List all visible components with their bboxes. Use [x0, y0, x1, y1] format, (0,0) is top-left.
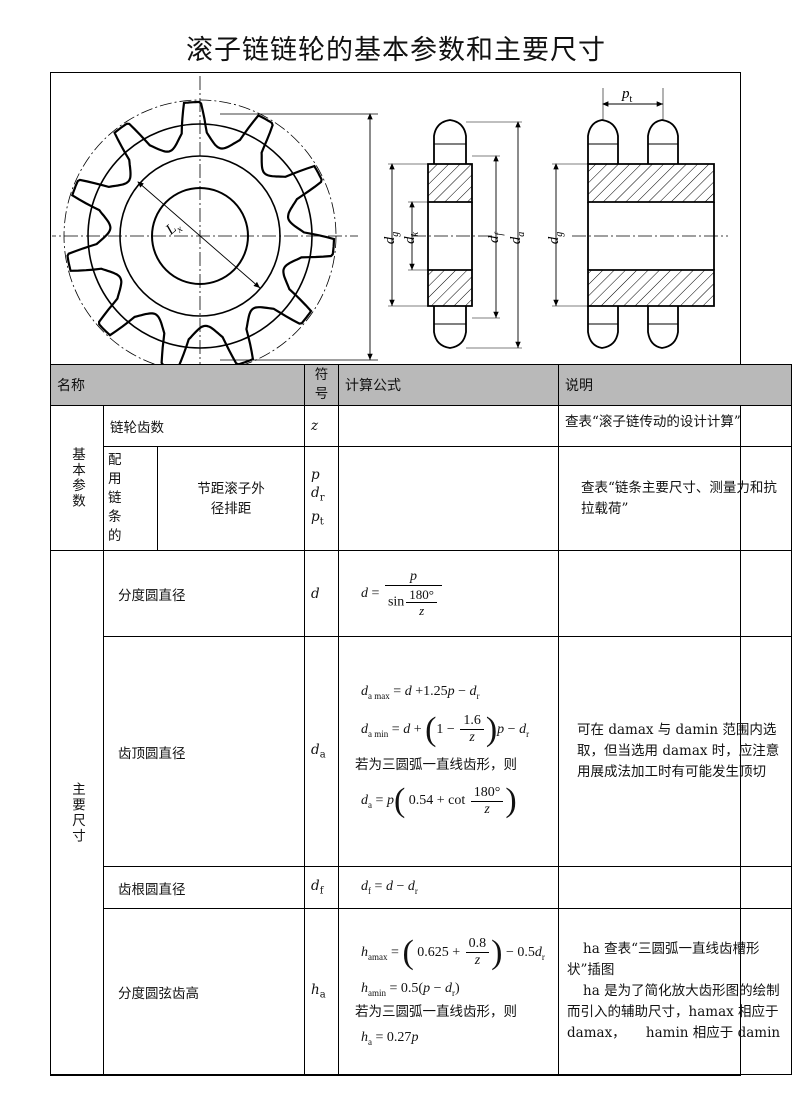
root-circle-note	[558, 866, 792, 909]
root-circle-name: 齿根圆直径	[102, 866, 306, 909]
chord-height-note-1: ha 查表“三圆弧一直线齿槽形状”插图	[567, 941, 760, 978]
chain-params: 节距滚子外径排距	[197, 480, 265, 517]
double-sprocket-section-view: dg pt	[546, 86, 728, 349]
chord-height-name: 分度圆弦齿高	[102, 908, 306, 1075]
pt-sub: t	[630, 94, 633, 105]
tip-circle-name: 齿顶圆直径	[102, 636, 306, 867]
chain-symbols: p dr pt	[304, 446, 340, 551]
dg2-sub: g	[554, 232, 565, 237]
pt-label: p	[621, 86, 630, 102]
gear-outline	[66, 100, 336, 364]
dg-label: d	[382, 236, 398, 244]
table-header-row: 名称 符号 计算公式 说明	[49, 364, 792, 406]
tip-circle-formula: da max = d +1.25p − dr da min = d + (1 −…	[338, 636, 560, 867]
sym-dr-sub: r	[319, 492, 325, 504]
header-note: 说明	[558, 364, 792, 406]
sprocket-section-view: dg dk df da	[382, 119, 527, 349]
svg-text:dg: dg	[546, 232, 565, 245]
group-main-dims: 主要尺寸	[69, 781, 85, 844]
chain-note: 查表“链条主要尺寸、测量力和抗拉载荷”	[558, 446, 792, 551]
tip-circle-text: 若为三圆弧一直线齿形，则	[355, 756, 518, 773]
table-row: 配用链条的 节距滚子外径排距 p dr pt 查表“链条主要尺寸、测量力和抗拉载…	[51, 446, 792, 551]
chord-height-note-2: ha 是为了简化放大齿形图的绘制而引入的辅助尺寸，hamax 相应于 damax…	[567, 983, 781, 1041]
df-sub: f	[494, 232, 505, 236]
svg-text:dk: dk	[402, 231, 421, 244]
svg-text:pt: pt	[621, 86, 633, 105]
teeth-symbol: z	[304, 405, 340, 447]
chain-label: 配用链条的	[108, 452, 122, 544]
lx-sub: x	[174, 224, 186, 236]
header-name: 名称	[49, 364, 306, 406]
group-basic-params: 基本参数	[69, 447, 85, 509]
da-sub: a	[516, 232, 527, 237]
svg-text:da: da	[508, 232, 527, 245]
sym-pt-sub: t	[319, 516, 324, 528]
header-formula: 计算公式	[338, 364, 560, 406]
df-label: d	[486, 235, 502, 243]
sym-p: p	[311, 466, 320, 483]
chord-height-note: ha 查表“三圆弧一直线齿槽形状”插图 ha 是为了简化放大齿形图的绘制而引入的…	[558, 908, 792, 1075]
sym-pt: p	[311, 508, 320, 525]
svg-text:dg: dg	[382, 232, 401, 245]
dk-sub: k	[410, 231, 421, 236]
parameter-table: 名称 符号 计算公式 说明 基本参数 链轮齿数 z 查表“滚子链传动的设计计算”…	[49, 364, 792, 1075]
table-row: 齿根圆直径 df df = d − dr	[51, 866, 792, 909]
tip-circle-note: 可在 damax 与 damin 范围内选取，但当选用 damax 时，应注意用…	[558, 636, 792, 867]
chord-height-symbol: ha	[304, 908, 340, 1075]
sym-dr: d	[311, 484, 320, 501]
page-title: 滚子链链轮的基本参数和主要尺寸	[186, 35, 606, 66]
teeth-note: 查表“滚子链传动的设计计算”	[558, 405, 792, 447]
pitch-circle-symbol: d	[304, 550, 340, 637]
table-row: 基本参数 链轮齿数 z 查表“滚子链传动的设计计算”	[50, 405, 792, 551]
table-row: 齿顶圆直径 da da max = d +1.25p − dr da min =…	[51, 636, 792, 867]
dg-sub: g	[390, 232, 401, 237]
dk-label: d	[402, 236, 418, 244]
da-label: d	[508, 236, 524, 244]
chord-height-text: 若为三圆弧一直线齿形，则	[355, 1003, 518, 1020]
dg2-label: d	[546, 236, 562, 244]
header-symbol: 符号	[314, 367, 329, 402]
sprocket-drawing: Lx dg dk df da	[52, 76, 728, 364]
pitch-circle-note	[558, 550, 792, 637]
root-circle-formula: df = d − dr	[338, 866, 560, 909]
teeth-formula	[338, 405, 560, 447]
svg-text:df: df	[486, 232, 505, 244]
sprocket-front-view: Lx	[52, 76, 378, 364]
root-circle-symbol: df	[304, 866, 340, 909]
pitch-circle-name: 分度圆直径	[102, 550, 306, 637]
svg-text:Lx: Lx	[162, 217, 185, 241]
tip-circle-symbol: da	[304, 636, 340, 867]
chain-formula	[338, 446, 560, 551]
teeth-name: 链轮齿数	[102, 405, 306, 447]
